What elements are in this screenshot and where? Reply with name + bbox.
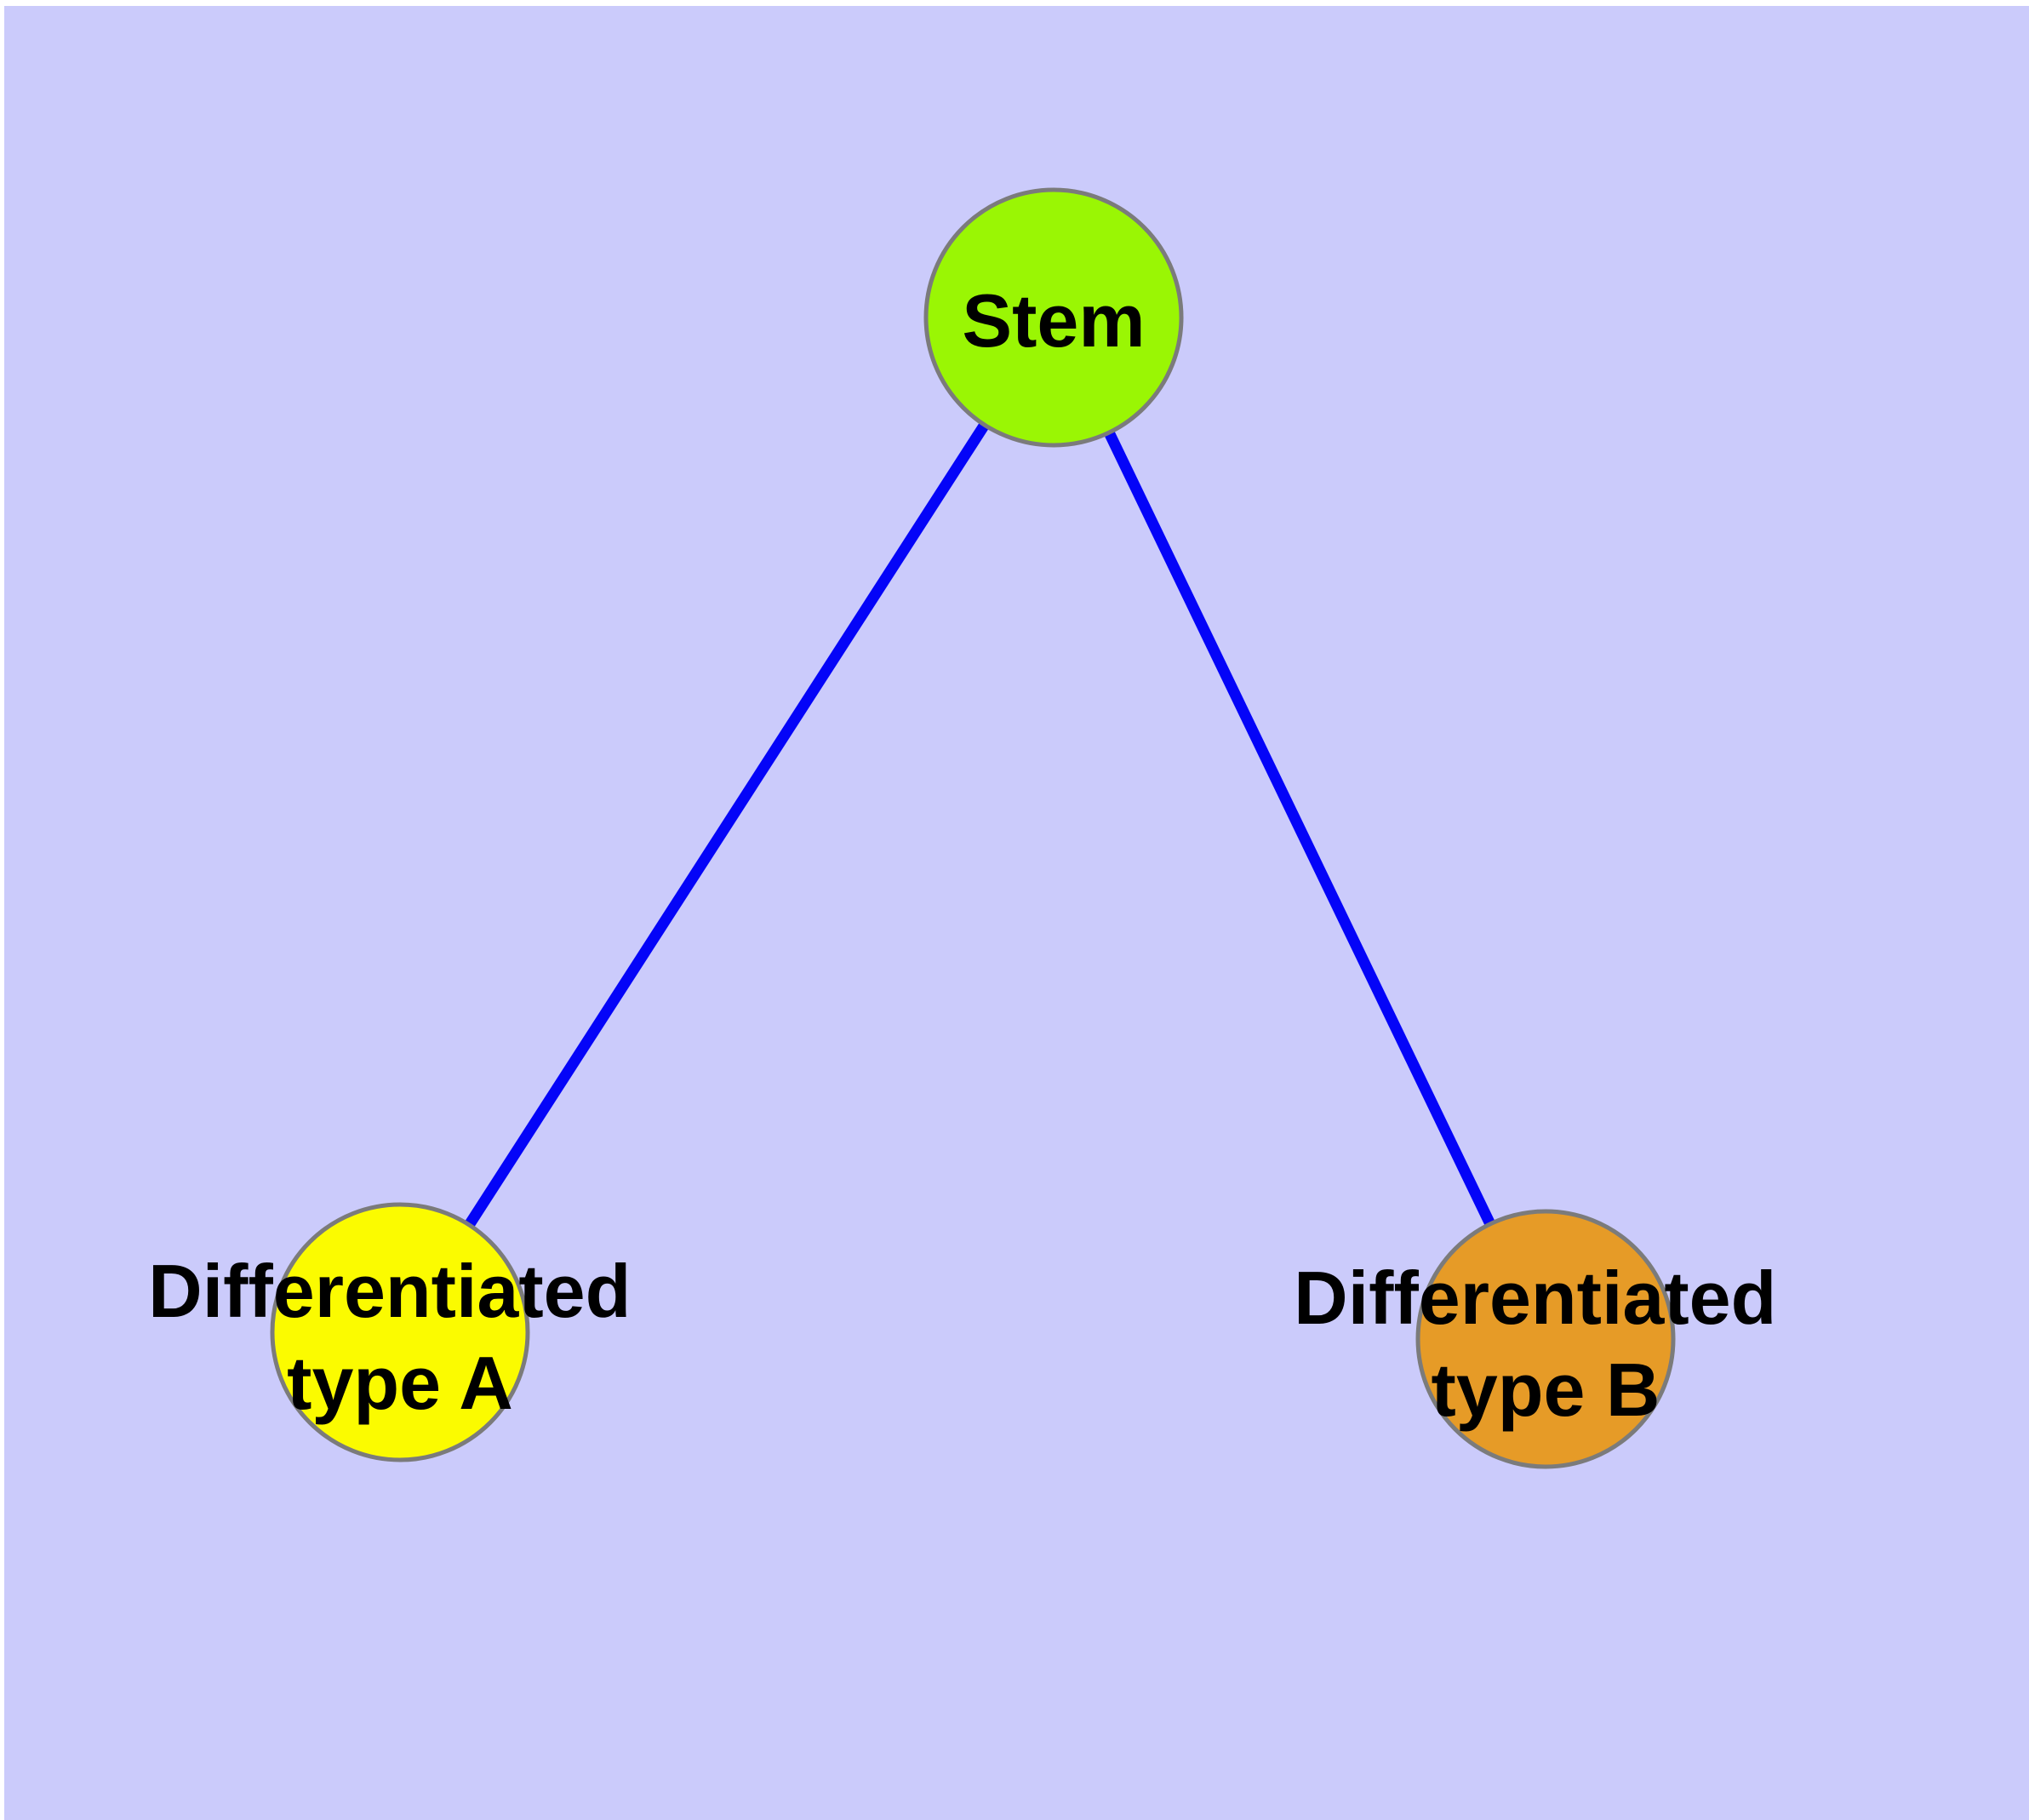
stem-node-label: Stem bbox=[962, 278, 1145, 363]
differentiated-type-a-label-line2: type A bbox=[287, 1341, 513, 1425]
differentiated-type-b-label-line1: Differentiated bbox=[1294, 1256, 1776, 1340]
edge-stem-to-type-b bbox=[1049, 315, 1551, 1342]
stem-node bbox=[923, 187, 1184, 448]
edge-stem-to-type-a bbox=[395, 314, 1059, 1336]
differentiated-type-b-node bbox=[1415, 1209, 1676, 1469]
differentiated-type-b-label-line2: type B bbox=[1432, 1348, 1660, 1432]
differentiated-type-a-label: Differentiated type A bbox=[148, 1249, 652, 1425]
stem-node-label-line: Stem bbox=[962, 278, 1145, 363]
differentiated-type-b-label: Differentiated type B bbox=[1294, 1256, 1798, 1432]
differentiated-type-a-node bbox=[270, 1202, 530, 1462]
differentiated-type-a-label-line1: Differentiated bbox=[148, 1249, 631, 1333]
